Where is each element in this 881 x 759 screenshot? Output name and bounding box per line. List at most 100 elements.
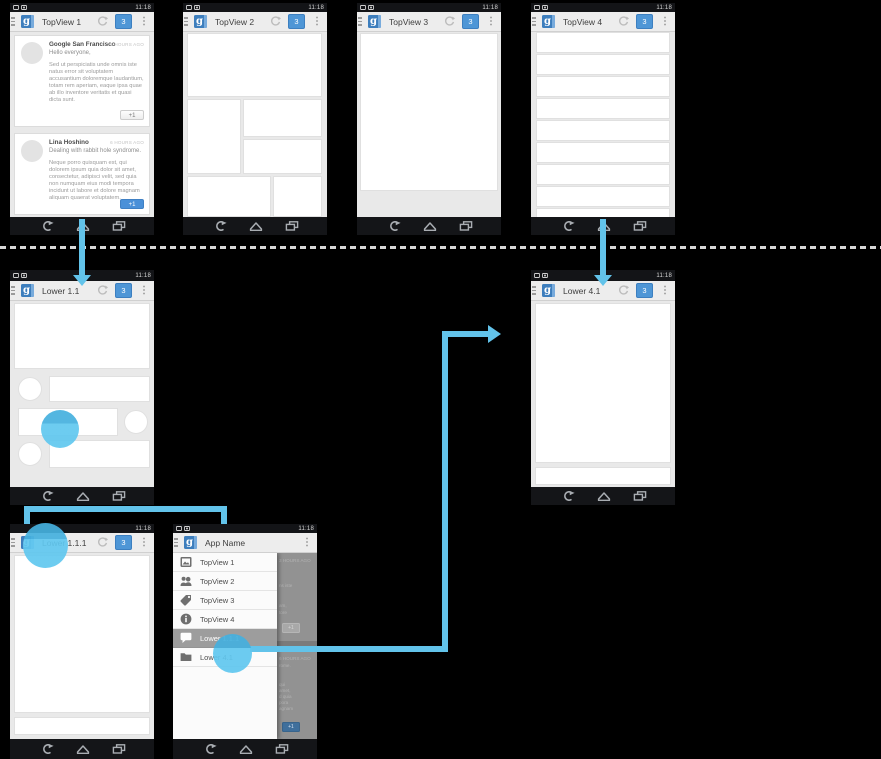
gplus-app-icon[interactable]: g [542, 284, 555, 297]
wireframe-panel[interactable] [14, 303, 150, 369]
home-button[interactable] [597, 221, 611, 231]
wireframe-tile[interactable] [187, 33, 322, 97]
avatar [21, 42, 43, 64]
list-item[interactable] [49, 440, 150, 468]
refresh-icon[interactable] [97, 285, 108, 296]
wireframe-footer-row[interactable] [535, 467, 671, 485]
recents-button[interactable] [633, 491, 647, 501]
list-row[interactable] [536, 164, 670, 185]
home-button[interactable] [423, 221, 437, 231]
drawer-handle-icon[interactable] [532, 17, 536, 26]
list-row[interactable] [536, 186, 670, 207]
phone-lower11: 11:18 g Lower 1.1 3 ⋮ [10, 270, 154, 505]
wireframe-tile[interactable] [243, 99, 322, 137]
gplus-app-icon[interactable]: g [21, 15, 34, 28]
list-row[interactable] [536, 142, 670, 163]
home-button[interactable] [76, 221, 90, 231]
notification-count-badge[interactable]: 3 [115, 283, 132, 298]
back-button[interactable] [560, 491, 575, 501]
recents-button[interactable] [112, 491, 126, 501]
home-button[interactable] [239, 744, 253, 754]
overflow-menu-icon[interactable]: ⋮ [660, 16, 670, 27]
drawer-item-topview2[interactable]: TopView 2 [173, 572, 277, 591]
notification-count-badge[interactable]: 3 [115, 14, 132, 29]
wireframe-tile[interactable] [243, 139, 322, 174]
drawer-handle-icon[interactable] [11, 17, 15, 26]
drawer-handle-icon[interactable] [532, 286, 536, 295]
recents-button[interactable] [459, 221, 473, 231]
drawer-handle-icon[interactable] [11, 538, 15, 547]
feed-card[interactable]: Google San Francisco 3 HOURS AGO Hello e… [14, 35, 150, 127]
overflow-menu-icon[interactable]: ⋮ [302, 537, 312, 548]
home-button[interactable] [76, 744, 90, 754]
refresh-icon[interactable] [618, 285, 629, 296]
recents-button[interactable] [112, 221, 126, 231]
drawer-item-topview4[interactable]: TopView 4 [173, 610, 277, 629]
wireframe-footer-row[interactable] [14, 717, 150, 735]
plus-one-button[interactable]: +1 [120, 110, 144, 120]
back-button[interactable] [39, 744, 54, 754]
overflow-menu-icon[interactable]: ⋮ [486, 16, 496, 27]
notification-count-badge[interactable]: 3 [115, 535, 132, 550]
refresh-icon[interactable] [97, 537, 108, 548]
list-row[interactable] [536, 208, 670, 217]
back-button[interactable] [560, 221, 575, 231]
refresh-icon[interactable] [270, 16, 281, 27]
logo-glyph: g [196, 16, 203, 27]
recents-button[interactable] [285, 221, 299, 231]
overflow-menu-icon[interactable]: ⋮ [660, 285, 670, 296]
recents-button[interactable] [633, 221, 647, 231]
home-button[interactable] [249, 221, 263, 231]
refresh-icon[interactable] [618, 16, 629, 27]
timestamp: 6 HOURS AGO [110, 140, 144, 145]
overflow-menu-icon[interactable]: ⋮ [312, 16, 322, 27]
refresh-icon[interactable] [444, 16, 455, 27]
touch-indicator-lower11-item [41, 410, 79, 448]
list-row[interactable] [536, 76, 670, 97]
back-button[interactable] [386, 221, 401, 231]
list-row[interactable] [536, 54, 670, 75]
gplus-app-icon[interactable]: g [368, 15, 381, 28]
drawer-handle-icon[interactable] [184, 17, 188, 26]
recents-button[interactable] [275, 744, 289, 754]
drawer-handle-icon[interactable] [174, 538, 178, 547]
gplus-app-icon[interactable]: g [184, 536, 197, 549]
gplus-app-icon[interactable]: g [194, 15, 207, 28]
wireframe-tile[interactable] [187, 176, 271, 217]
notification-count-badge[interactable]: 3 [636, 14, 653, 29]
wireframe-panel[interactable] [14, 555, 150, 713]
drawer-handle-icon[interactable] [11, 286, 15, 295]
gplus-app-icon[interactable]: g [542, 15, 555, 28]
flow-arrow-drawer-to-lower41 [442, 331, 448, 652]
dimmed-text: agnam [279, 706, 294, 711]
refresh-icon[interactable] [97, 16, 108, 27]
overflow-menu-icon[interactable]: ⋮ [139, 285, 149, 296]
plus-one-button[interactable]: +1 [120, 199, 144, 209]
overflow-menu-icon[interactable]: ⋮ [139, 16, 149, 27]
notification-count-badge[interactable]: 3 [288, 14, 305, 29]
list-row[interactable] [536, 120, 670, 141]
back-button[interactable] [202, 744, 217, 754]
notification-count-badge[interactable]: 3 [462, 14, 479, 29]
home-button[interactable] [76, 491, 90, 501]
drawer-item-topview3[interactable]: TopView 3 [173, 591, 277, 610]
wireframe-tile[interactable] [273, 176, 322, 217]
list-row[interactable] [536, 32, 670, 53]
wireframe-panel[interactable] [360, 33, 498, 191]
drawer-item-topview1[interactable]: TopView 1 [173, 553, 277, 572]
home-button[interactable] [597, 491, 611, 501]
list-item[interactable] [49, 376, 150, 402]
back-button[interactable] [39, 491, 54, 501]
back-button[interactable] [39, 221, 54, 231]
wireframe-tile[interactable] [187, 99, 241, 174]
list-row[interactable] [536, 98, 670, 119]
wireframe-panel[interactable] [535, 303, 671, 463]
notification-count-badge[interactable]: 3 [636, 283, 653, 298]
gplus-app-icon[interactable]: g [21, 284, 34, 297]
overflow-menu-icon[interactable]: ⋮ [139, 537, 149, 548]
feed-card[interactable]: Lina Hoshino 6 HOURS AGO Dealing with ra… [14, 133, 150, 215]
drawer-handle-icon[interactable] [358, 17, 362, 26]
recents-button[interactable] [112, 744, 126, 754]
back-button[interactable] [212, 221, 227, 231]
